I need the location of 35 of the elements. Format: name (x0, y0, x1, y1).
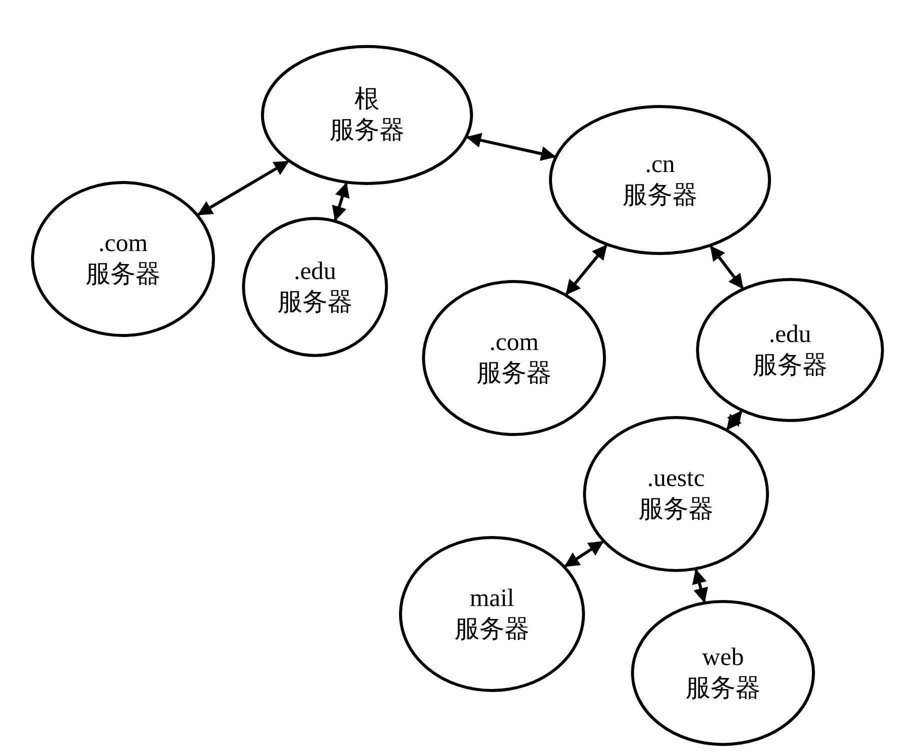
server-label: 服务器 (330, 116, 404, 146)
server-label: 服务器 (86, 260, 160, 290)
server-label: .edu (768, 320, 812, 350)
double-arrow (332, 182, 350, 222)
server-label: .cn (645, 150, 675, 180)
server-label: .edu (294, 256, 336, 287)
double-arrow (466, 132, 556, 161)
double-arrow (692, 568, 708, 603)
server-label: .com (489, 328, 539, 358)
server-ellipse (583, 416, 769, 572)
server-ellipse (631, 600, 815, 746)
server-label: .uestc (647, 464, 705, 494)
server-label: 服务器 (686, 674, 760, 704)
server-label: 服务器 (752, 351, 828, 381)
server-ellipse (261, 45, 473, 185)
double-arrow (710, 245, 744, 290)
server-label: 服务器 (278, 288, 352, 318)
server-label: 服务器 (638, 495, 714, 525)
server-label: 服务器 (622, 181, 698, 211)
server-ellipse (422, 280, 606, 436)
server-label: 根 (354, 84, 380, 115)
server-ellipse (399, 536, 585, 692)
double-arrow (565, 244, 608, 296)
double-arrow (564, 540, 604, 568)
double-arrow (726, 410, 742, 430)
server-ellipse (31, 181, 215, 337)
server-label: .com (98, 228, 148, 259)
server-label: 服务器 (476, 359, 552, 389)
double-arrow (197, 160, 290, 216)
server-ellipse (549, 105, 771, 255)
server-ellipse (696, 278, 884, 422)
server-ellipse (242, 217, 388, 357)
server-label: 服务器 (454, 615, 530, 645)
server-label: mail (470, 584, 514, 614)
server-label: web (702, 642, 744, 673)
